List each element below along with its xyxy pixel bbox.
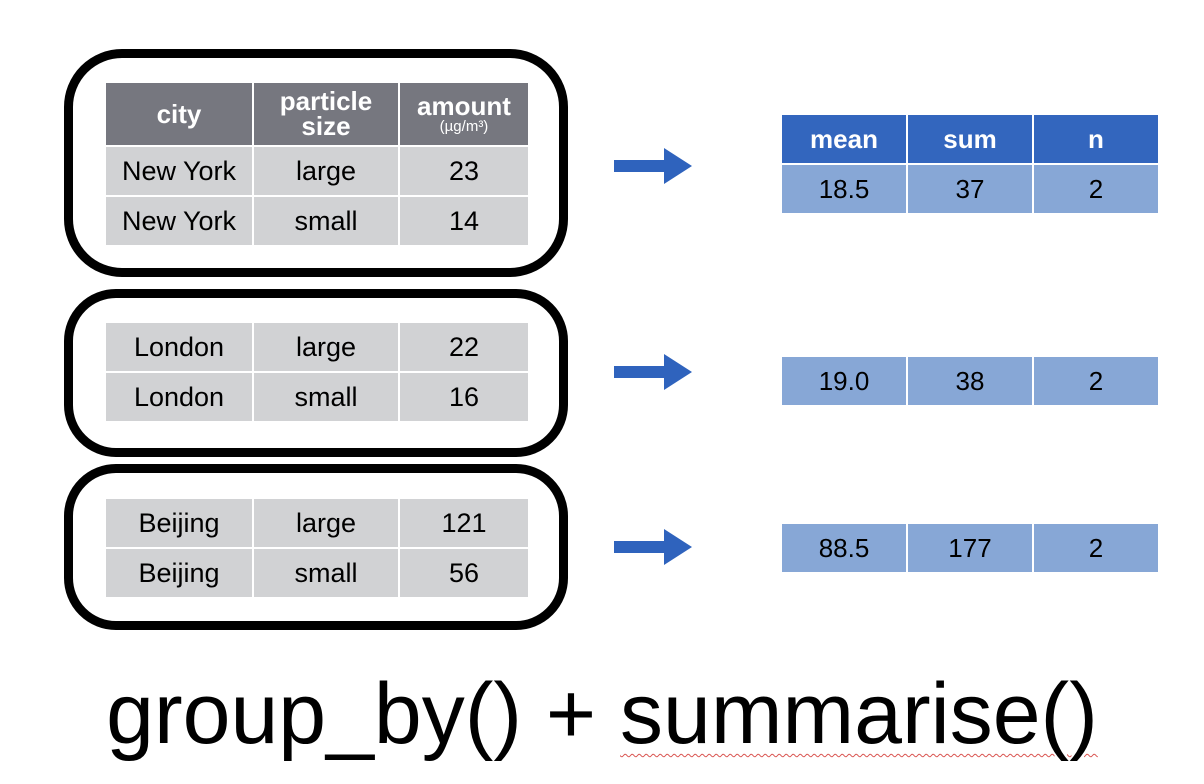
cell-mean: 19.0 (780, 355, 908, 407)
cell-city: London (104, 321, 254, 373)
caption: group_by() + summarise() (0, 664, 1204, 764)
cell-size: large (252, 321, 400, 373)
cell-amount: 16 (398, 371, 530, 423)
source-table-beijing: Beijing large 121 Beijing small 56 (104, 497, 530, 599)
cell-sum: 38 (906, 355, 1034, 407)
caption-summarise: summarise() (620, 666, 1098, 762)
header-particle-line2: size (301, 111, 351, 141)
cell-mean: 88.5 (780, 522, 908, 574)
header-amount: amount (µg/m³) (398, 81, 530, 147)
cell-city: New York (104, 145, 254, 197)
cell-size: large (252, 497, 400, 549)
table-row: 18.5 37 2 (780, 163, 1160, 215)
header-n: n (1032, 113, 1160, 165)
cell-n: 2 (1032, 355, 1160, 407)
cell-size: small (252, 547, 400, 599)
result-table-london: 19.0 38 2 (780, 355, 1160, 407)
table-row: New York small 14 (104, 195, 530, 247)
cell-size: small (252, 195, 400, 247)
cell-amount: 14 (398, 195, 530, 247)
header-particle-line1: particle (279, 86, 373, 116)
table-row: New York large 23 (104, 145, 530, 197)
right-arrow-icon (614, 529, 692, 565)
cell-amount: 121 (398, 497, 530, 549)
cell-sum: 37 (906, 163, 1034, 215)
cell-size: large (252, 145, 400, 197)
header-mean: mean (780, 113, 908, 165)
table-row: London large 22 (104, 321, 530, 373)
header-amount-unit: (µg/m³) (439, 117, 489, 135)
cell-sum: 177 (906, 522, 1034, 574)
right-arrow-icon (614, 148, 692, 184)
cell-n: 2 (1032, 522, 1160, 574)
header-sum: sum (906, 113, 1034, 165)
result-table-beijing: 88.5 177 2 (780, 522, 1160, 574)
result-table-new-york: mean sum n 18.5 37 2 (780, 113, 1160, 215)
header-particle-size: particle size (252, 81, 400, 147)
cell-amount: 22 (398, 321, 530, 373)
right-arrow-icon (614, 354, 692, 390)
cell-city: New York (104, 195, 254, 247)
source-header-row: city particle size amount (µg/m³) (104, 81, 530, 147)
table-row: 88.5 177 2 (780, 522, 1160, 574)
table-row: 19.0 38 2 (780, 355, 1160, 407)
result-header-row: mean sum n (780, 113, 1160, 165)
table-row: London small 16 (104, 371, 530, 423)
cell-n: 2 (1032, 163, 1160, 215)
source-table-london: London large 22 London small 16 (104, 321, 530, 423)
cell-size: small (252, 371, 400, 423)
table-row: Beijing small 56 (104, 547, 530, 599)
cell-mean: 18.5 (780, 163, 908, 215)
cell-amount: 23 (398, 145, 530, 197)
cell-city: Beijing (104, 497, 254, 549)
source-table-new-york: city particle size amount (µg/m³) New Yo… (104, 81, 530, 247)
cell-city: Beijing (104, 547, 254, 599)
cell-amount: 56 (398, 547, 530, 599)
table-row: Beijing large 121 (104, 497, 530, 549)
header-city: city (104, 81, 254, 147)
cell-city: London (104, 371, 254, 423)
header-amount-label: amount (417, 90, 511, 121)
caption-group-by: group_by() + (106, 666, 621, 762)
